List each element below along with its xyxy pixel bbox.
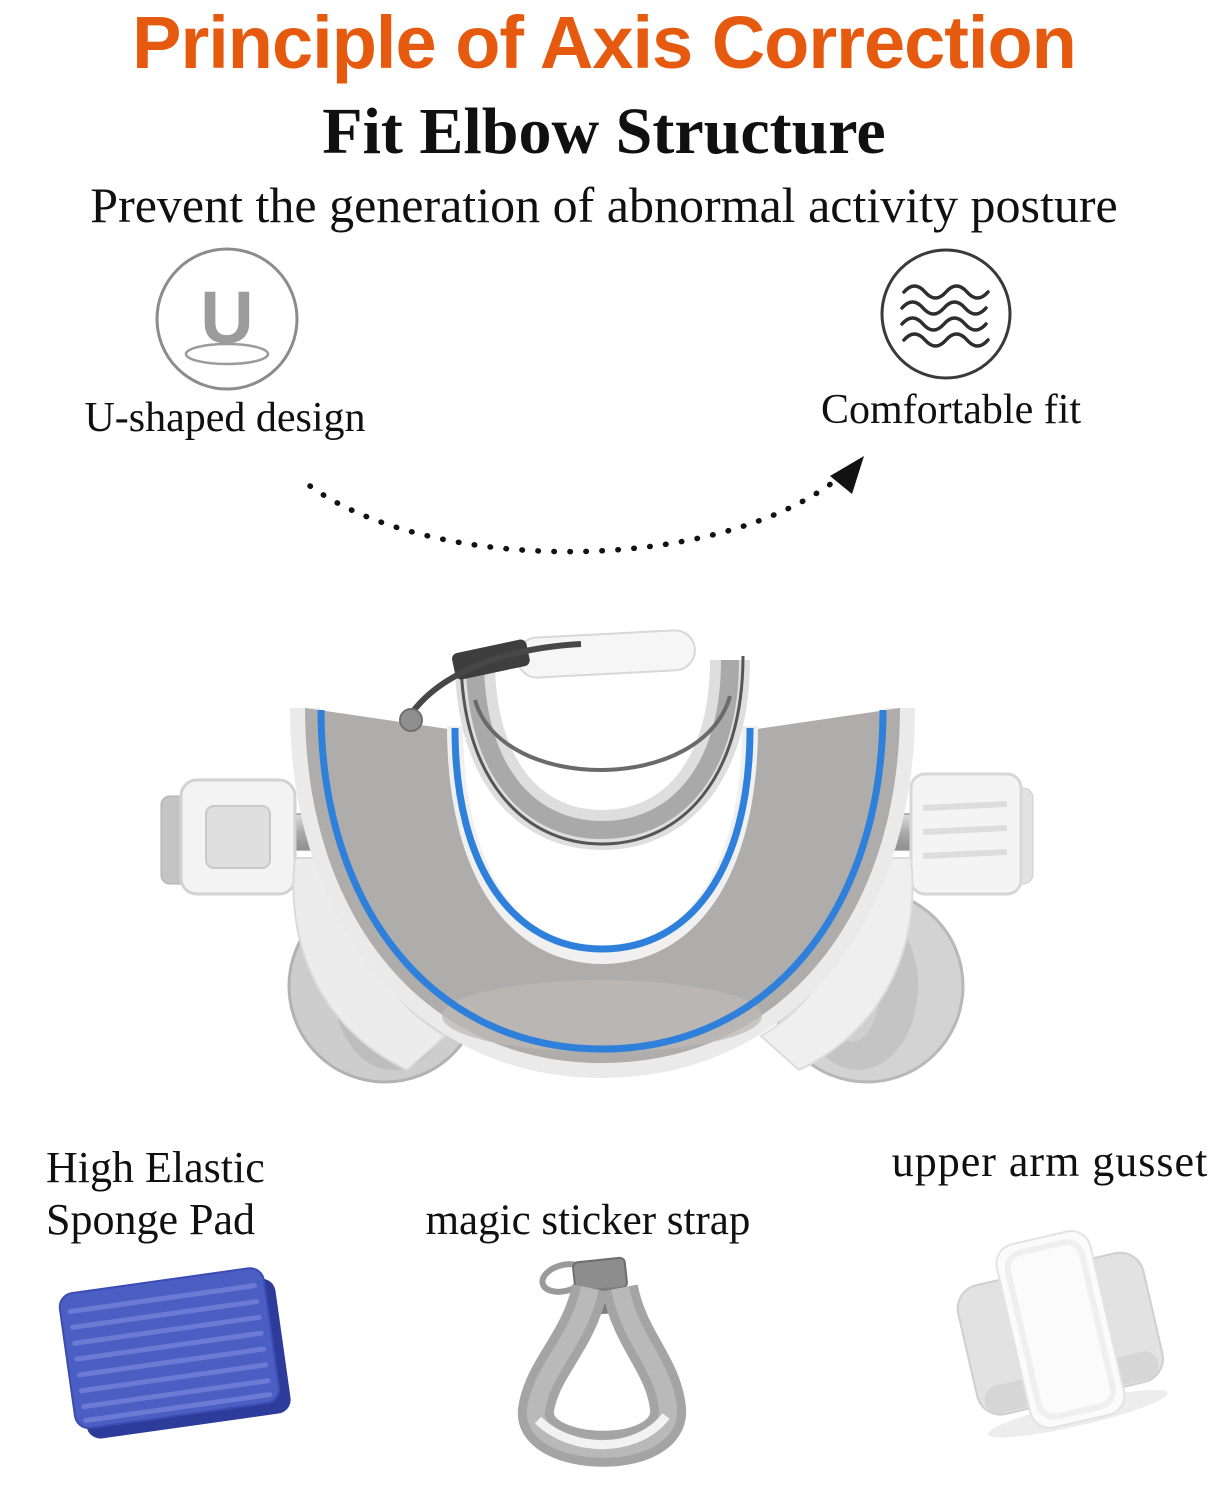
elbow-brace-image	[160, 629, 1034, 1084]
dotted-arrow	[307, 456, 864, 555]
blue-trim-inner	[451, 727, 754, 953]
upper-arm-gusset-image	[956, 1230, 1168, 1438]
strap-clamp-left	[160, 778, 399, 896]
magic-sticker-strap-image	[518, 1256, 686, 1467]
sponge-pad-label: High Elastic Sponge Pad	[46, 1142, 265, 1246]
sponge-pad-image	[58, 1267, 291, 1439]
top-strap	[399, 629, 696, 732]
page-title: Principle of Axis Correction	[132, 1, 1077, 84]
tagline: Prevent the generation of abnormal activ…	[90, 177, 1118, 233]
comfortable-fit-label: Comfortable fit	[820, 387, 1082, 433]
u-shaped-design-label: U-shaped design	[84, 395, 366, 441]
subtitle: Fit Elbow Structure	[322, 95, 886, 168]
u-shape-icon: U	[155, 247, 299, 391]
sponge-pad-label-line1: High Elastic	[46, 1143, 265, 1192]
blue-trim-outer	[317, 709, 887, 1053]
u-glyph: U	[200, 276, 253, 359]
gusset-label: upper arm gusset	[891, 1137, 1208, 1186]
sponge-pad-label-line2: Sponge Pad	[46, 1194, 255, 1244]
waves-icon	[880, 248, 1012, 380]
strap-label: magic sticker strap	[425, 1197, 751, 1244]
arrowhead	[830, 456, 864, 494]
upper-arm-cuff	[455, 655, 750, 851]
